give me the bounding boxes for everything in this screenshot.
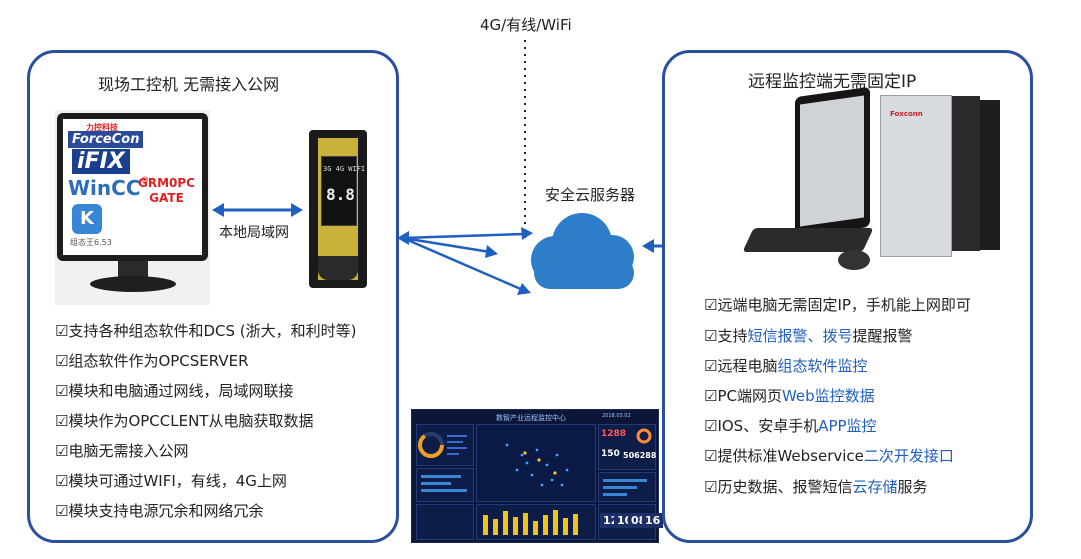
left-feature-7: ☑模块支持电源冗余和网络冗余 xyxy=(55,502,264,520)
dash-stat-2: 150 xyxy=(601,449,620,459)
left-feature-4: ☑模块作为OPCCLENT从电脑获取数据 xyxy=(55,412,314,430)
dash-ring-icon xyxy=(636,428,652,444)
dash-map-dots xyxy=(505,443,569,487)
left-feature-5: ☑电脑无需接入公网 xyxy=(55,442,189,460)
right-feature-4: ☑PC端网页Web监控数据 xyxy=(704,387,875,405)
left-feature-3: ☑模块和电脑通过网线，局域网联接 xyxy=(55,382,294,400)
dash-donut-icon xyxy=(418,432,467,458)
tower-pc xyxy=(880,95,952,257)
right-feature-7: ☑历史数据、报警短信云存储服务 xyxy=(704,478,928,496)
remote-monitor-screen xyxy=(800,95,864,227)
network-dotted-line xyxy=(524,40,526,240)
right-feature-1: ☑远端电脑无需固定IP，手机能上网即可 xyxy=(704,296,971,314)
dash-panel-stats: 1288 150 506288 xyxy=(598,424,656,470)
kingview-sub: 组态王6.53 xyxy=(70,238,112,247)
left-feature-2: ☑组态软件作为OPCSERVER xyxy=(55,352,249,370)
forcecon-top-text: 力控科技 xyxy=(86,123,118,132)
remote-panel-title: 远程监控端无需固定IP xyxy=(748,72,917,92)
dash-vbar-icon xyxy=(483,510,578,535)
dash-digit-4: 16 xyxy=(642,513,664,528)
tower-brand: Foxconn xyxy=(890,110,923,118)
right-feature-6: ☑提供标准Webservice二次开发接口 xyxy=(704,447,954,465)
dash-stat-1: 1288 xyxy=(601,429,627,439)
lan-arrow xyxy=(212,203,303,217)
dashboard-title: 数智产业远程监控中心 xyxy=(496,414,566,422)
dash-stat-3: 506288 xyxy=(623,451,657,460)
left-feature-6: ☑模块可通过WIFI，有线，4G上网 xyxy=(55,472,287,490)
ifix-logo: iFIX xyxy=(72,149,130,174)
left-feature-1: ☑支持各种组态软件和DCS (浙大，和利时等) xyxy=(55,322,357,340)
gateway-display-digits: 8.8 xyxy=(326,185,355,204)
monitor-neck xyxy=(118,261,148,279)
dash-line-icon xyxy=(603,479,647,496)
forcecon-logo: ForceCon xyxy=(68,131,144,148)
gateway-display-top: 3G 4G WIFI xyxy=(323,165,366,173)
dash-panel-lines xyxy=(598,472,656,502)
cloud-label: 安全云服务器 xyxy=(545,186,636,204)
dashboard-screenshot: 数智产业远程监控中心 2018.03.02 xyxy=(411,409,664,543)
dash-panel-digits: 12 10 08 16 xyxy=(598,504,664,540)
dash-vbar-panel xyxy=(476,504,596,540)
mouse xyxy=(838,250,870,270)
cloud-link-arrows xyxy=(397,227,533,295)
dash-panel-bars xyxy=(416,468,474,502)
network-label: 4G/有线/WiFi xyxy=(480,16,572,34)
dash-panel-list xyxy=(416,504,474,540)
keyboard xyxy=(742,228,874,252)
dashboard-date: 2018.03.02 xyxy=(602,413,631,419)
right-feature-3: ☑远程电脑组态软件监控 xyxy=(704,357,868,375)
lan-label: 本地局域网 xyxy=(219,225,289,241)
dash-hbar-icon xyxy=(421,475,467,492)
wincc-logo: WinCC® xyxy=(68,176,150,200)
gateway-device-wave xyxy=(318,256,358,280)
right-feature-2: ☑支持短信报警、拨号提醒报警 xyxy=(704,327,913,345)
right-feature-5: ☑IOS、安卓手机APP监控 xyxy=(704,417,877,435)
dash-map-panel xyxy=(476,424,596,502)
gateway-label: GRM0PC GATE xyxy=(138,176,195,205)
field-panel-title: 现场工控机 无需接入公网 xyxy=(98,75,280,94)
dash-panel-donut xyxy=(416,424,474,466)
monitor-base xyxy=(90,276,176,292)
cloud-icon xyxy=(531,213,634,289)
kingview-logo: K xyxy=(72,204,102,234)
gateway-display xyxy=(321,156,357,226)
